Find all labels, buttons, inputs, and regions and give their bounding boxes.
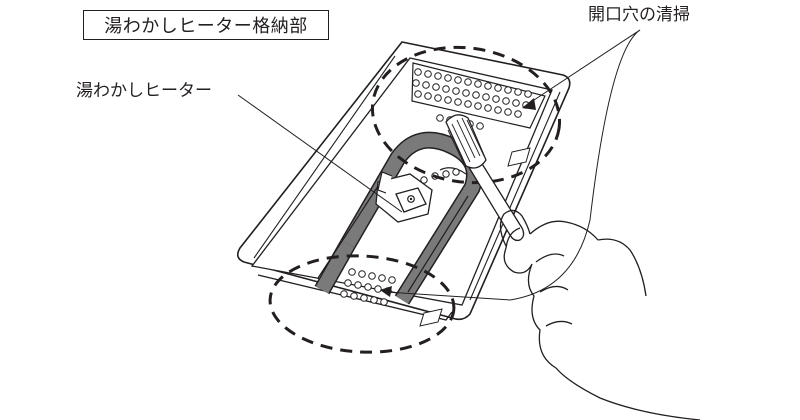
cleaning-brush [445, 114, 525, 242]
bottom-vent-holes [340, 268, 396, 306]
leader-line-opening [385, 29, 641, 301]
thermostat-button-dot [409, 197, 413, 201]
arrow-head-bottom [380, 286, 392, 297]
highlight-ellipse-bottom [268, 254, 456, 354]
tray-lip-bottom [257, 274, 453, 321]
hand-outline [503, 220, 701, 420]
leader-line-heater [237, 94, 403, 213]
brush-bristles [445, 114, 487, 169]
side-slot-upper [507, 147, 531, 167]
thermostat-lead [439, 167, 467, 175]
hand-thumb [499, 209, 531, 247]
highlight-ellipse-top [370, 45, 562, 185]
bracket-rail-left [317, 179, 383, 279]
diagram-title: 湯わかしヒーター格納部 [83, 10, 329, 40]
label-opening-cleaning: 開口穴の清掃 [588, 5, 690, 25]
tray-rim-line-right [469, 91, 561, 301]
brush-bristle-lines [447, 117, 485, 165]
side-slot-lower [419, 308, 443, 327]
bracket-rail-right [407, 195, 469, 293]
thermostat-tab [377, 171, 393, 194]
arrow-head-top [522, 98, 536, 110]
label-heater: 湯わかしヒーター [76, 81, 212, 101]
leader-line-opening-top [527, 29, 641, 105]
heater-band-left-leg-fill [315, 240, 355, 294]
